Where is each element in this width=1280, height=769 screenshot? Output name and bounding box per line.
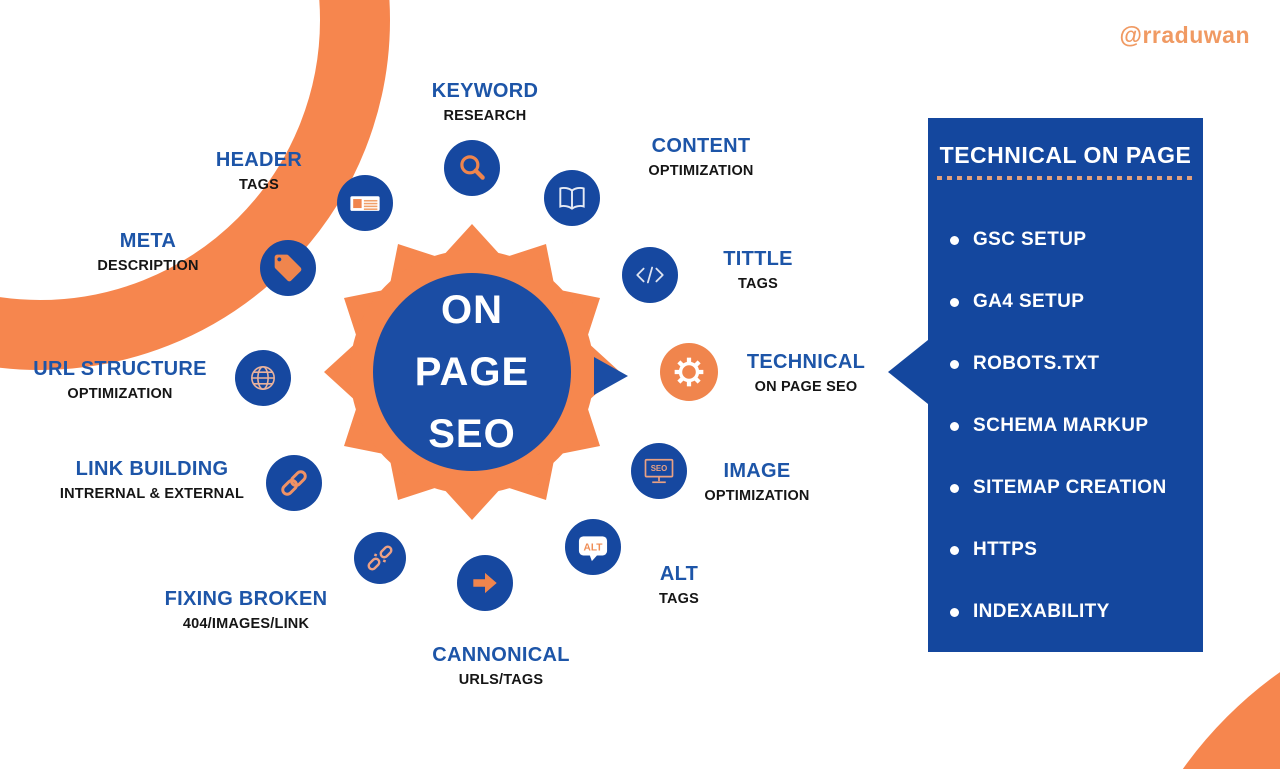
tittle-tags-label: TITTLE TAGS bbox=[638, 248, 878, 292]
node-subtitle: ON PAGE SEO bbox=[754, 379, 858, 395]
sunburst-graphic bbox=[324, 224, 620, 520]
node-title: CANNONICAL bbox=[432, 644, 570, 666]
node-subtitle: URLS/TAGS bbox=[458, 672, 544, 688]
fixing-broken-icon bbox=[354, 532, 406, 584]
panel-list: GSC SETUP GA4 SETUP ROBOTS.TXT SCHEMA MA… bbox=[950, 228, 1203, 624]
header-tags-icon bbox=[337, 175, 393, 231]
panel-item: SCHEMA MARKUP bbox=[950, 414, 1203, 438]
header-tags-label: HEADER TAGS bbox=[139, 149, 379, 193]
node-title: LINK BUILDING bbox=[75, 458, 229, 480]
technical-icon bbox=[660, 343, 718, 401]
panel-item: ROBOTS.TXT bbox=[950, 352, 1203, 376]
node-title: KEYWORD bbox=[431, 80, 539, 102]
node-title: TECHNICAL bbox=[746, 351, 866, 373]
keyword-research-label: KEYWORD RESEARCH bbox=[365, 80, 605, 124]
center-line1: ON bbox=[441, 288, 503, 332]
code-brackets-icon bbox=[636, 266, 664, 284]
sun-arrow-right-icon bbox=[594, 357, 628, 395]
alt-text: ALT bbox=[584, 542, 604, 553]
price-tag-icon bbox=[274, 254, 302, 282]
node-title: URL STRUCTURE bbox=[33, 358, 207, 380]
node-title: IMAGE bbox=[723, 460, 791, 482]
arrow-right-icon bbox=[473, 572, 497, 594]
content-optimization-icon bbox=[544, 170, 600, 226]
keyword-research-icon bbox=[444, 140, 500, 196]
panel-item: SITEMAP CREATION bbox=[950, 476, 1203, 500]
center-line3: SEO bbox=[428, 412, 516, 456]
node-subtitle: 404/IMAGES/LINK bbox=[182, 616, 310, 632]
node-subtitle: OPTIMIZATION bbox=[704, 488, 810, 504]
panel-title: TECHNICAL ON PAGE bbox=[939, 142, 1192, 168]
panel-arrow-left-icon bbox=[888, 340, 928, 404]
gear-icon bbox=[674, 357, 704, 387]
meta-description-icon bbox=[260, 240, 316, 296]
alt-tags-label: ALT TAGS bbox=[559, 563, 799, 607]
panel-item: GSC SETUP bbox=[950, 228, 1203, 252]
image-optimization-icon: SEO bbox=[631, 443, 687, 499]
cannonical-icon bbox=[457, 555, 513, 611]
seo-monitor-icon: SEO bbox=[644, 458, 674, 484]
technical-label: TECHNICAL ON PAGE SEO bbox=[686, 351, 926, 395]
node-subtitle: TAGS bbox=[658, 591, 699, 607]
panel-item: GA4 SETUP bbox=[950, 290, 1203, 314]
image-optimization-label: IMAGE OPTIMIZATION bbox=[637, 460, 877, 504]
panel-item: HTTPS bbox=[950, 538, 1203, 562]
node-subtitle: OPTIMIZATION bbox=[67, 386, 173, 402]
cannonical-label: CANNONICAL URLS/TAGS bbox=[381, 644, 621, 688]
technical-panel: TECHNICAL ON PAGE GSC SETUP GA4 SETUP RO… bbox=[888, 118, 1203, 652]
node-title: HEADER bbox=[215, 149, 303, 171]
center-title: ON PAGE SEO bbox=[322, 222, 622, 522]
node-title: TITTLE bbox=[723, 248, 793, 270]
center-line2: PAGE bbox=[414, 350, 530, 394]
meta-description-label: META DESCRIPTION bbox=[28, 230, 268, 274]
magnifier-icon bbox=[460, 155, 485, 180]
node-title: CONTENT bbox=[651, 135, 751, 157]
alt-speech-bubble-icon: ALT bbox=[578, 536, 608, 562]
watermark: @rraduwan bbox=[1119, 22, 1250, 48]
link-building-icon bbox=[266, 455, 322, 511]
fixing-broken-label: FIXING BROKEN 404/IMAGES/LINK bbox=[126, 588, 366, 632]
content-optimization-label: CONTENT OPTIMIZATION bbox=[581, 135, 821, 179]
alt-tags-icon: ALT bbox=[565, 519, 621, 575]
newspaper-icon bbox=[350, 196, 380, 211]
link-building-label: LINK BUILDING INTRERNAL & EXTERNAL bbox=[32, 458, 272, 502]
node-subtitle: TAGS bbox=[238, 177, 279, 193]
chain-link-icon bbox=[281, 470, 307, 496]
node-title: FIXING BROKEN bbox=[164, 588, 328, 610]
url-structure-label: URL STRUCTURE OPTIMIZATION bbox=[0, 358, 240, 402]
tittle-tags-icon bbox=[622, 247, 678, 303]
dotted-divider bbox=[937, 176, 1194, 180]
node-title: META bbox=[119, 230, 177, 252]
node-title: ALT bbox=[659, 563, 699, 585]
node-subtitle: INTRERNAL & EXTERNAL bbox=[59, 486, 245, 502]
node-subtitle: OPTIMIZATION bbox=[648, 163, 754, 179]
panel-item: INDEXABILITY bbox=[950, 600, 1203, 624]
url-structure-icon bbox=[235, 350, 291, 406]
node-subtitle: TAGS bbox=[737, 276, 778, 292]
globe-icon bbox=[251, 366, 275, 390]
seo-text: SEO bbox=[651, 464, 668, 473]
node-subtitle: RESEARCH bbox=[443, 108, 527, 124]
broken-chain-icon bbox=[367, 545, 393, 571]
open-book-icon bbox=[559, 186, 585, 210]
node-subtitle: DESCRIPTION bbox=[97, 258, 199, 274]
